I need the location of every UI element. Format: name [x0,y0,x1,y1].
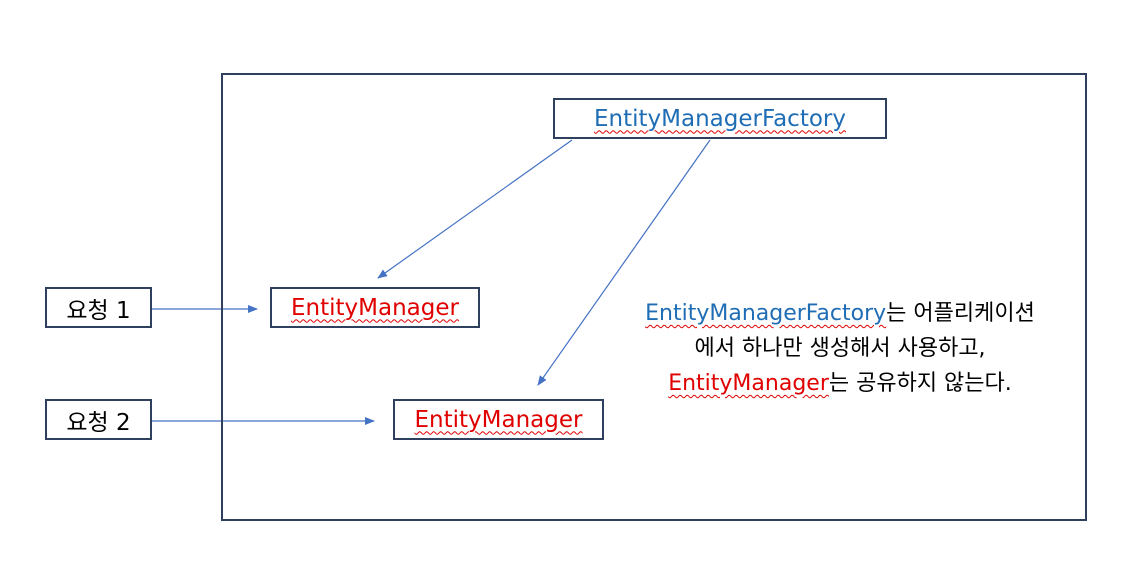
note-line-1: EntityManagerFactory는 어플리케이션 [590,296,1090,331]
request-1-label: 요청 1 [66,297,131,324]
entity-manager-2-box: EntityManager [393,399,604,440]
note-manager-term: EntityManager [668,371,829,396]
request-2-box: 요청 2 [45,399,152,440]
entity-manager-factory-label: EntityManagerFactory [594,105,846,132]
entity-manager-2-label: EntityManager [414,406,583,433]
entity-manager-1-label: EntityManager [291,294,459,321]
application-container [221,73,1087,521]
note-line-1-rest: 는 어플리케이션 [886,301,1035,326]
note-line-3: EntityManager는 공유하지 않는다. [590,366,1090,401]
note-line-2: 에서 하나만 생성해서 사용하고, [694,336,986,361]
note-factory-term: EntityManagerFactory [645,301,887,326]
explanation-note: EntityManagerFactory는 어플리케이션 에서 하나만 생성해서… [590,296,1090,401]
request-1-box: 요청 1 [45,287,152,328]
note-line-3-rest: 는 공유하지 않는다. [828,371,1012,396]
request-2-label: 요청 2 [66,409,131,436]
entity-manager-1-box: EntityManager [270,287,480,328]
entity-manager-factory-box: EntityManagerFactory [553,98,887,139]
